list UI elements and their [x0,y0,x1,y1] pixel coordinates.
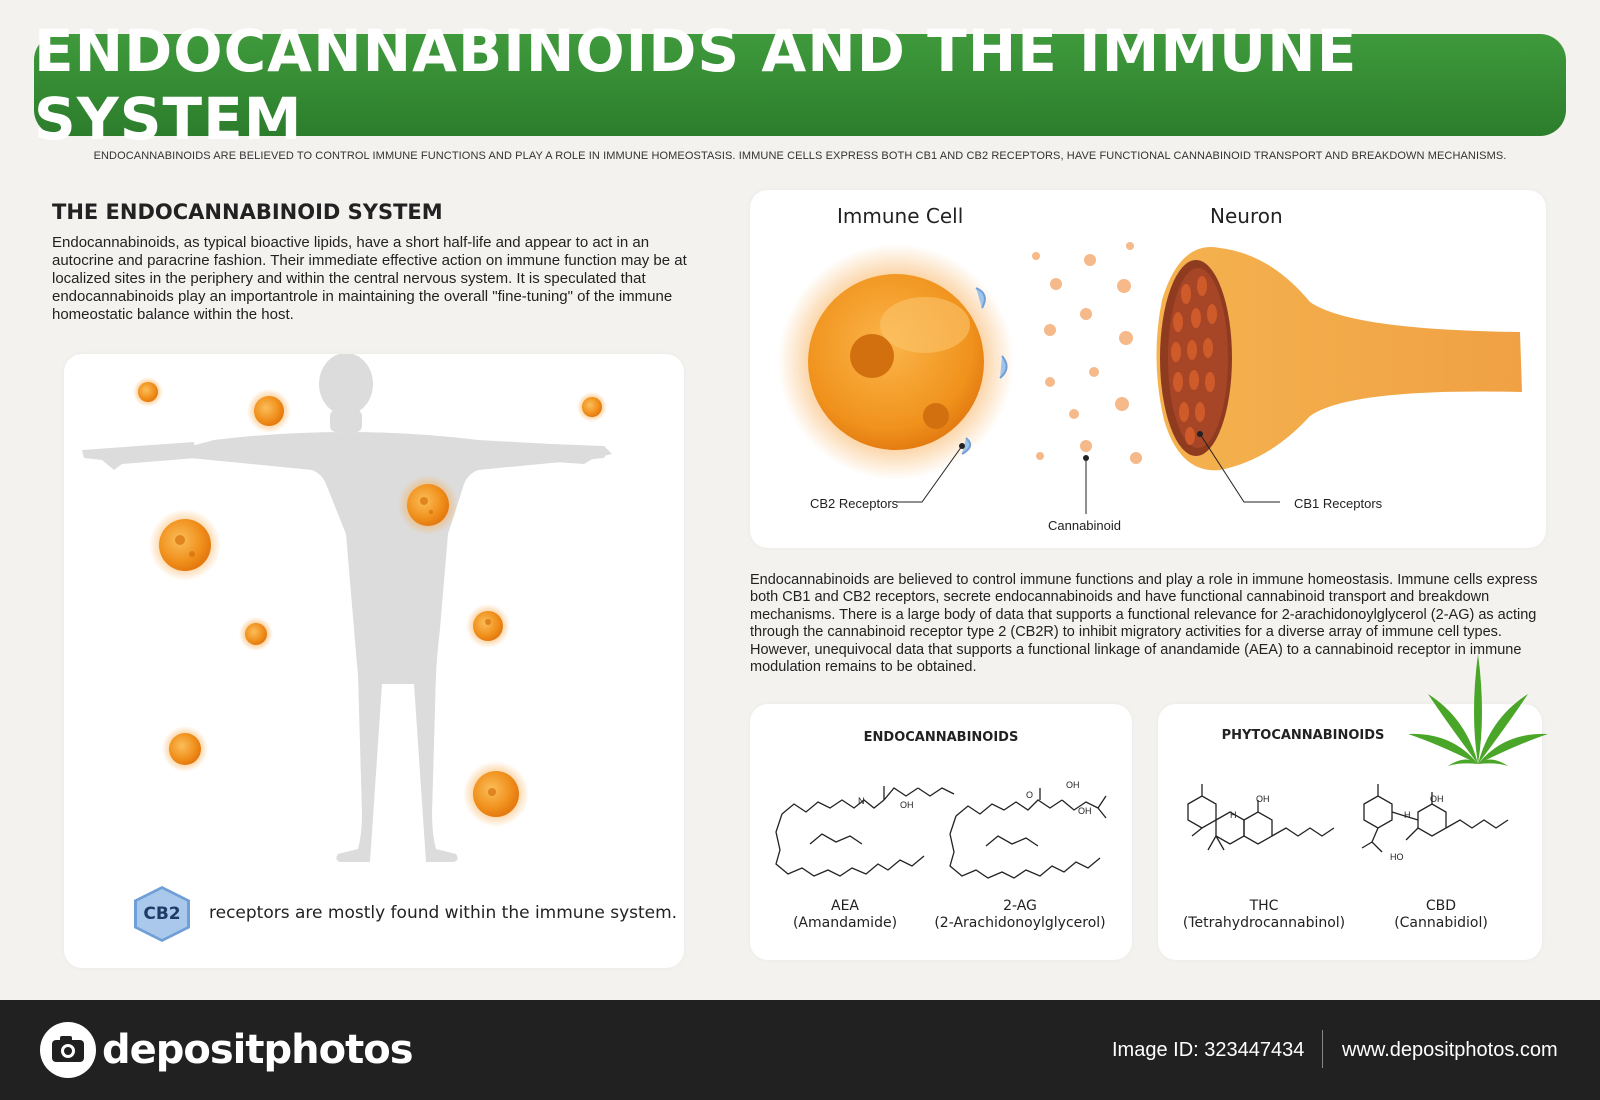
thc-h-label: H [1230,810,1237,820]
immune-cell-dots [133,377,607,827]
thc-oh-label: OH [1256,794,1270,804]
cb2-receptors-label: CB2 Receptors [810,496,899,511]
immune-cell-label: Immune Cell [837,204,964,228]
camera-logo-icon [40,1022,96,1078]
human-body-illustration [82,354,612,862]
cbd-oh-label: OH [1430,794,1444,804]
body-illustration-panel [64,354,684,968]
cbd-name: (Cannabidiol) [1394,915,1488,931]
page-subtitle: ENDOCANNABINOIDS ARE BELIEVED TO CONTROL… [93,150,1507,162]
immune-cell-graphic [778,244,1014,480]
phytocannabinoids-heading: PHYTOCANNABINOIDS [1221,728,1385,743]
aea-name: (Amandamide) [792,915,898,931]
cb1-receptors-label: CB1 Receptors [1294,496,1383,511]
ecs-paragraph: Endocannabinoids, as typical bioactive l… [52,234,687,323]
cb2-badge-label: CB2 [137,889,187,939]
endocannabinoids-panel [750,704,1132,960]
2ag-name: (2-Arachidonoylglycerol) [934,915,1106,931]
2ag-abbr: 2-AG [1003,898,1037,914]
footer-bar: depositphotos Image ID: 323447434 www.de… [0,1000,1600,1100]
neuron-graphic [1156,247,1522,471]
immune-paragraph: Endocannabinoids are believed to control… [750,572,1538,676]
cannabinoid-particles [1032,242,1142,464]
endocannabinoids-heading: ENDOCANNABINOIDS [863,730,1019,745]
cell-neuron-illustration [778,242,1522,514]
title-banner: ENDOCANNABINOIDS AND THE IMMUNE SYSTEM [34,17,1566,153]
cbd-h-label: H [1404,810,1411,820]
cbd-ho-label: HO [1390,852,1404,862]
cbd-abbr: CBD [1425,898,1457,914]
thc-abbr: THC [1249,898,1279,914]
footer-divider [1322,1030,1323,1068]
cell-diagram-panel [750,190,1546,548]
brand-logo-text[interactable]: depositphotos [102,1027,414,1073]
2ag-oh-label-1: OH [1066,780,1080,790]
thc-name: (Tetrahydrocannabinol) [1182,915,1346,931]
cannabinoid-label: Cannabinoid [1048,518,1122,533]
footer-url-link[interactable]: www.depositphotos.com [1342,1039,1558,1061]
aea-oh-label: OH [900,800,914,810]
aea-nh-label: N [858,796,865,806]
cannabis-leaf-icon [1408,654,1548,766]
aea-abbr: AEA [831,898,859,914]
cb2-caption: receptors are mostly found within the im… [209,903,678,923]
page-title: ENDOCANNABINOIDS AND THE IMMUNE SYSTEM [34,17,1358,153]
neuron-label: Neuron [1210,204,1283,228]
label-pointers [896,433,1280,514]
phytocannabinoids-panel [1158,654,1548,960]
endocannabinoid-structures [775,786,1107,879]
phytocannabinoid-structures [1187,784,1509,853]
2ag-o-label: O [1026,790,1034,800]
human-silhouette [82,354,612,862]
image-id: Image ID: 323447434 [1112,1039,1305,1061]
ecs-title: THE ENDOCANNABINOID SYSTEM [52,200,443,224]
2ag-oh-label-2: OH [1078,806,1092,816]
